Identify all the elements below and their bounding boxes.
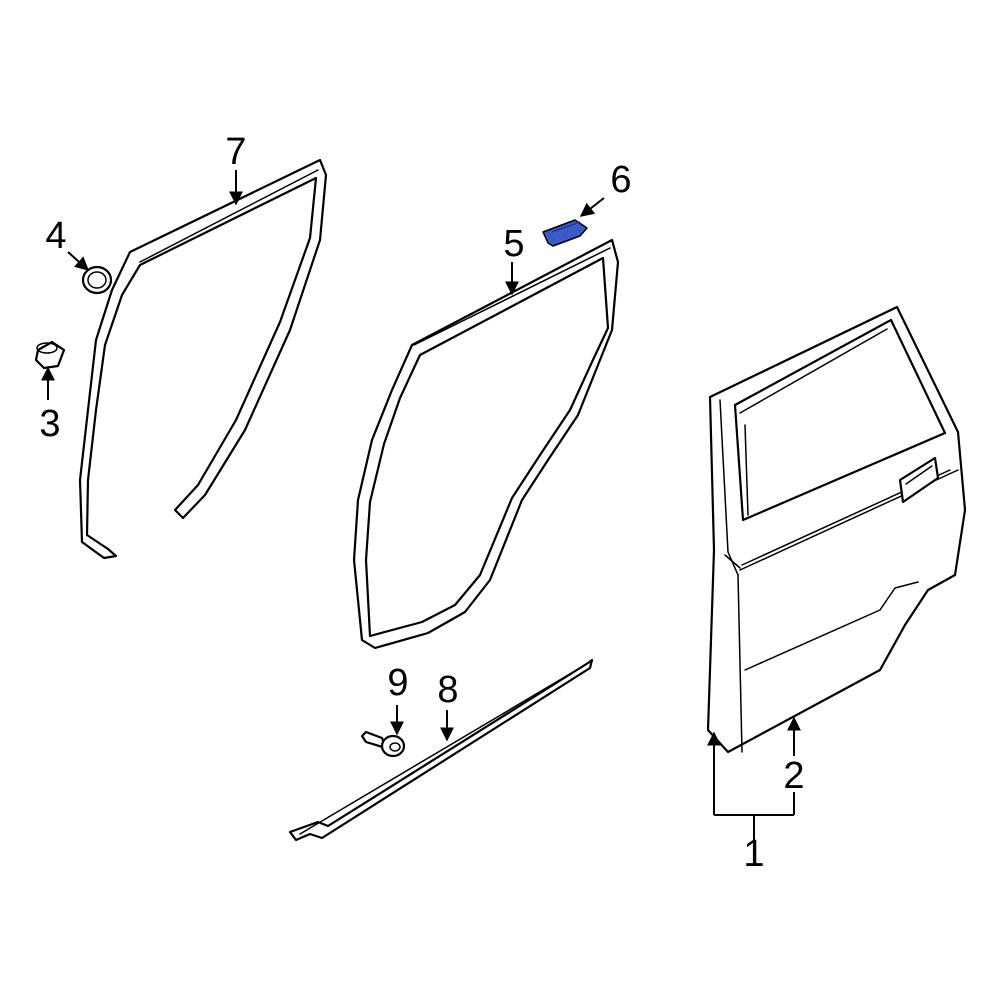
callout-labels: 1 2 3 4 5 6 7 8 9	[39, 131, 804, 875]
callout-4: 4	[45, 215, 66, 257]
part-9-bolt[interactable]	[360, 730, 406, 758]
callout-7: 7	[225, 131, 246, 173]
part-5-weatherstrip[interactable]	[352, 238, 620, 650]
callout-2: 2	[783, 755, 804, 797]
part-4-plug[interactable]	[81, 265, 113, 295]
part-8-belt-molding[interactable]	[288, 658, 594, 842]
part-6-clip[interactable]	[542, 219, 588, 247]
callout-6: 6	[610, 159, 631, 201]
part-7-weatherstrip[interactable]	[78, 158, 328, 560]
part-6-highlight-shape	[542, 219, 588, 247]
callout-9: 9	[387, 662, 408, 704]
callout-leaders	[41, 170, 801, 850]
callout-8: 8	[437, 669, 458, 711]
callout-5: 5	[503, 223, 524, 265]
part-1-door-assembly[interactable]	[706, 305, 967, 754]
callout-1: 1	[743, 833, 764, 875]
callout-3: 3	[39, 403, 60, 445]
part-3-cap[interactable]	[34, 340, 66, 370]
